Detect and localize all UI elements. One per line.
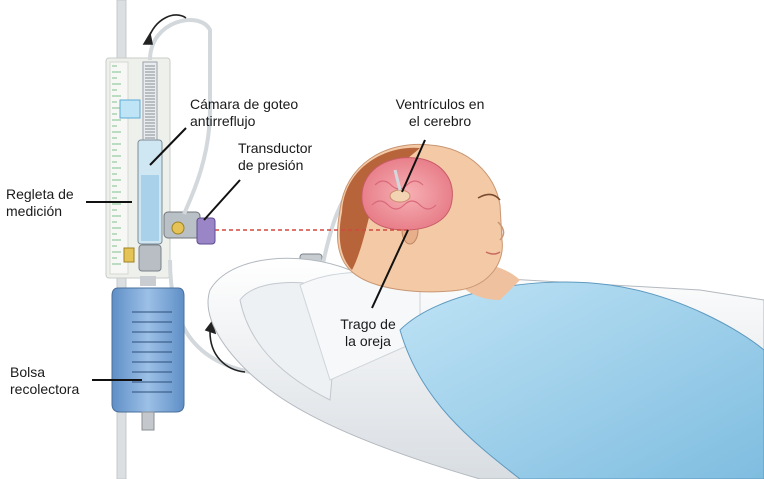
label-camara-de-goteo: Cámara de goteo antirreflujo (190, 96, 298, 130)
label-bolsa: Bolsa recolectora (10, 364, 79, 398)
collection-bag (112, 276, 184, 430)
label-trago: Trago de la oreja (330, 316, 406, 350)
brain (362, 158, 452, 230)
label-transductor: Transductor de presión (238, 140, 312, 174)
label-ventriculos: Ventrículos en el cerebro (384, 96, 496, 130)
label-regleta: Regleta de medición (6, 186, 74, 220)
